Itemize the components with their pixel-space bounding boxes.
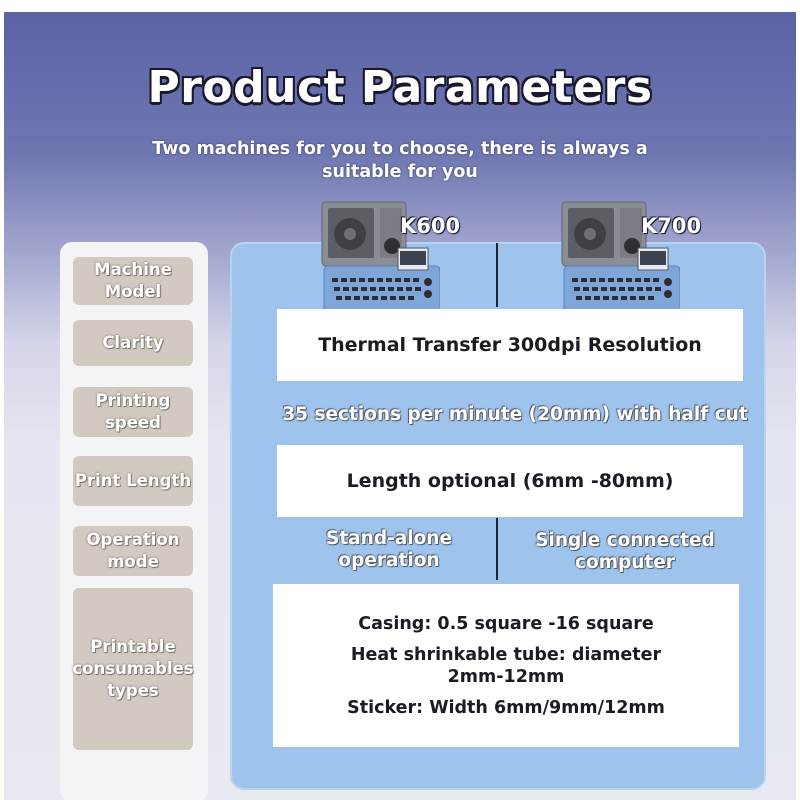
operation-divider: [496, 518, 498, 580]
label-operation-mode: Operation mode: [73, 526, 193, 576]
consumables-box: Casing: 0.5 square -16 square Heat shrin…: [273, 584, 739, 747]
label-clarity: Clarity: [73, 320, 193, 366]
operation-value-k700: Single connected computer: [535, 530, 715, 573]
model-name-k600: K600: [400, 214, 461, 238]
label-printing-speed: Printing speed: [73, 387, 193, 437]
consumable-heat-shrink-tube: Heat shrinkable tube: diameter 2mm-12mm: [350, 644, 662, 687]
label-print-length: Print Length: [73, 456, 193, 506]
printer-icon: [321, 201, 441, 315]
printer-icon: [561, 201, 681, 315]
model-name-k700: K700: [641, 214, 702, 238]
consumable-casing: Casing: 0.5 square -16 square: [358, 613, 654, 634]
speed-value: 35 sections per minute (20mm) with half …: [282, 404, 748, 425]
model-divider: [496, 243, 498, 307]
label-machine-model: Machine Model: [73, 257, 193, 305]
operation-value-k600: Stand-alone operation: [326, 528, 452, 571]
machine-image-k700: [560, 198, 681, 316]
label-printable-consumables: Printable consumables types: [72, 588, 194, 750]
clarity-value: Thermal Transfer 300dpi Resolution: [277, 309, 743, 381]
machine-image-k600: [320, 198, 441, 316]
length-value: Length optional (6mm -80mm): [277, 445, 743, 517]
page-subtitle: Two machines for you to choose, there is…: [152, 139, 648, 182]
page-title: Product Parameters: [147, 62, 653, 113]
consumable-sticker: Sticker: Width 6mm/9mm/12mm: [347, 697, 665, 718]
